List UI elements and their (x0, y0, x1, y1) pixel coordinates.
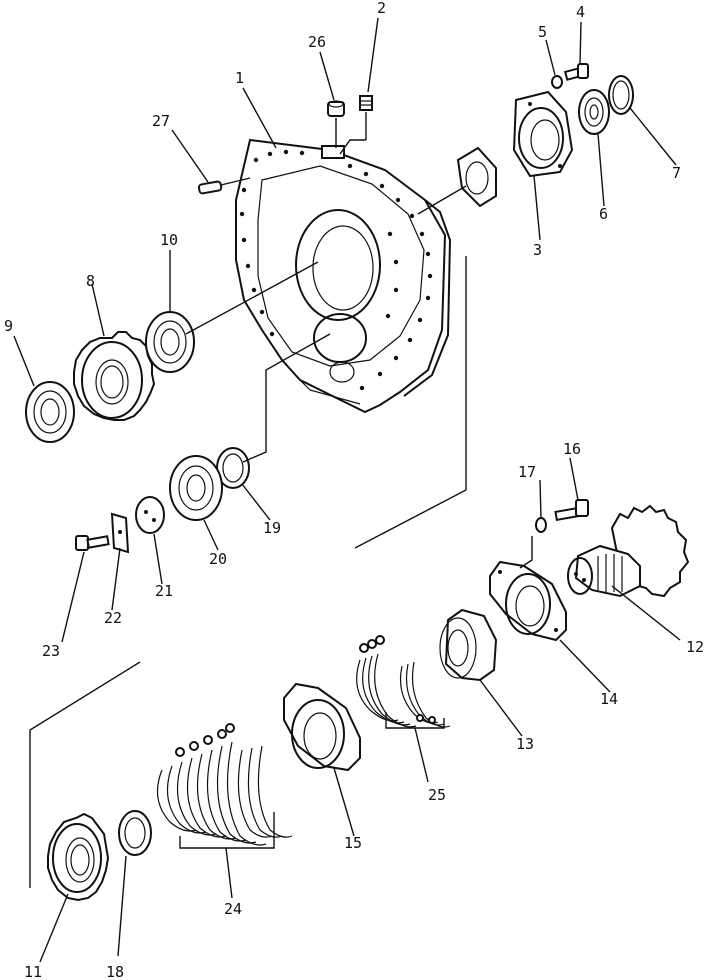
callout-15: 15 (344, 834, 362, 852)
part-7-snap-ring (608, 75, 634, 115)
part-22-lock-plate (110, 512, 130, 554)
callout-13: 13 (516, 735, 534, 753)
part-9-bearing (25, 381, 75, 443)
assembly-lines (29, 112, 533, 888)
part-24-clutch-pack (156, 723, 293, 846)
callout-17: 17 (518, 463, 536, 481)
part-26-nut (327, 100, 345, 117)
part-21-plate (135, 496, 165, 534)
callout-6: 6 (599, 205, 608, 223)
part-16-bolt (554, 499, 589, 522)
callout-leaders (13, 17, 681, 963)
callout-24: 24 (224, 900, 242, 918)
part-17-washer (535, 517, 547, 533)
callout-27: 27 (152, 112, 170, 130)
callout-22: 22 (104, 609, 122, 627)
callout-26: 26 (308, 33, 326, 51)
part-20-bearing (169, 455, 223, 521)
part-8-gear (73, 331, 156, 421)
callout-9: 9 (4, 317, 13, 335)
lock-nut (456, 146, 497, 208)
callout-4: 4 (576, 3, 585, 21)
part-11-gear (47, 812, 110, 902)
callout-21: 21 (155, 582, 173, 600)
callout-18: 18 (106, 963, 124, 980)
part-15-retainer (283, 682, 361, 772)
callout-3: 3 (533, 241, 542, 259)
callout-25: 25 (428, 786, 446, 804)
part-27-pin (197, 180, 223, 195)
callout-8: 8 (86, 272, 95, 290)
part-23-bolt (75, 535, 110, 551)
part-14-cage (489, 560, 567, 642)
callout-12: 12 (686, 638, 704, 656)
callout-11: 11 (24, 963, 42, 980)
part-13-bearing (439, 608, 498, 682)
part-2-plug (359, 95, 373, 111)
callout-19: 19 (263, 519, 281, 537)
part-4-bolt (563, 63, 589, 81)
callout-16: 16 (563, 440, 581, 458)
part-10-bearing (145, 311, 195, 373)
part-1-housing (235, 138, 452, 414)
callout-20: 20 (209, 550, 227, 568)
callout-5: 5 (538, 23, 547, 41)
callout-7: 7 (672, 164, 681, 182)
callout-10: 10 (160, 231, 178, 249)
callout-2: 2 (377, 0, 386, 17)
part-6-bearing (578, 89, 610, 135)
callouts: 1 2 3 4 5 6 7 8 9 10 11 12 13 14 15 16 1… (4, 0, 704, 980)
callout-23: 23 (42, 642, 60, 660)
part-5-washer (551, 75, 563, 89)
part-18-ring (118, 810, 152, 856)
part-25-clutch-plates (356, 635, 451, 728)
callout-14: 14 (600, 690, 618, 708)
part-12-pinion (567, 504, 690, 598)
part-3-cover (512, 90, 574, 178)
callout-1: 1 (235, 69, 244, 87)
